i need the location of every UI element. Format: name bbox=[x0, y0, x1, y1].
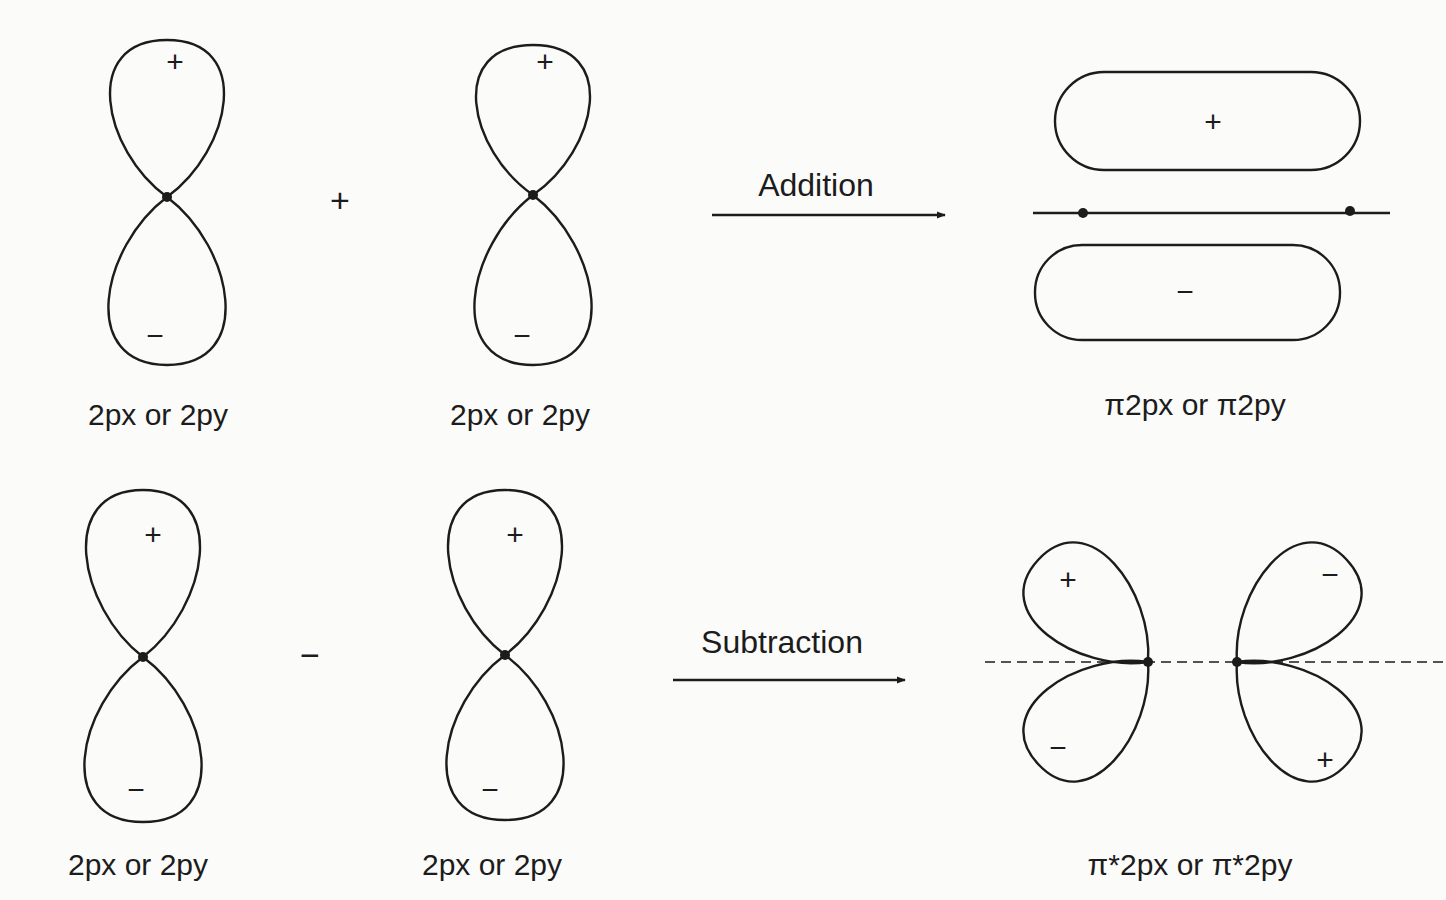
operation-label: Addition bbox=[758, 169, 874, 201]
nucleus-dot bbox=[1078, 208, 1088, 218]
phase-sign: − bbox=[1049, 733, 1067, 763]
phase-sign: + bbox=[1059, 565, 1077, 595]
operation-label: Subtraction bbox=[701, 626, 863, 658]
nucleus-dot bbox=[1345, 206, 1355, 216]
reaction-arrow bbox=[673, 679, 905, 681]
orbital-lobe bbox=[84, 657, 201, 822]
orbital-caption: π2px or π2py bbox=[1104, 390, 1285, 420]
orbital-caption: 2px or 2py bbox=[88, 400, 228, 430]
phase-sign: + bbox=[144, 520, 162, 550]
orbital-lobe bbox=[1005, 524, 1182, 698]
nucleus-dot bbox=[1232, 657, 1242, 667]
phase-sign: + bbox=[166, 47, 184, 77]
orbital-caption: 2px or 2py bbox=[422, 850, 562, 880]
reaction-arrow bbox=[712, 214, 945, 216]
nucleus-dot bbox=[138, 652, 148, 662]
nucleus-dot bbox=[528, 190, 538, 200]
operator-sign: − bbox=[300, 638, 320, 672]
nucleus-dot bbox=[500, 650, 510, 660]
phase-sign: + bbox=[1204, 107, 1222, 137]
pi-lobe bbox=[1055, 72, 1360, 170]
phase-sign: − bbox=[1176, 277, 1194, 307]
phase-sign: − bbox=[146, 321, 164, 351]
operator-sign: + bbox=[330, 183, 350, 217]
orbital-lobe bbox=[446, 655, 563, 820]
phase-sign: − bbox=[513, 321, 531, 351]
orbital-caption: 2px or 2py bbox=[450, 400, 590, 430]
orbital-lobe bbox=[474, 195, 591, 365]
orbital-lobe bbox=[86, 490, 200, 657]
orbital-caption: π*2px or π*2py bbox=[1088, 850, 1293, 880]
phase-sign: + bbox=[1316, 745, 1334, 775]
orbital-lobe bbox=[110, 40, 224, 197]
phase-sign: − bbox=[481, 775, 499, 805]
phase-sign: + bbox=[506, 520, 524, 550]
pi-lobe bbox=[1035, 245, 1340, 340]
orbital-lobe bbox=[108, 197, 225, 365]
orbital-lobe bbox=[1204, 626, 1381, 800]
orbital-lobe bbox=[476, 45, 590, 195]
phase-sign: + bbox=[536, 47, 554, 77]
orbital-lobe bbox=[1005, 626, 1182, 800]
phase-sign: − bbox=[127, 775, 145, 805]
nucleus-dot bbox=[1143, 657, 1153, 667]
orbital-lobe bbox=[1204, 524, 1381, 698]
internuclear-axis bbox=[985, 661, 1446, 663]
orbital-lobe bbox=[448, 490, 562, 655]
orbital-caption: 2px or 2py bbox=[68, 850, 208, 880]
nucleus-dot bbox=[162, 192, 172, 202]
phase-sign: − bbox=[1321, 560, 1339, 590]
